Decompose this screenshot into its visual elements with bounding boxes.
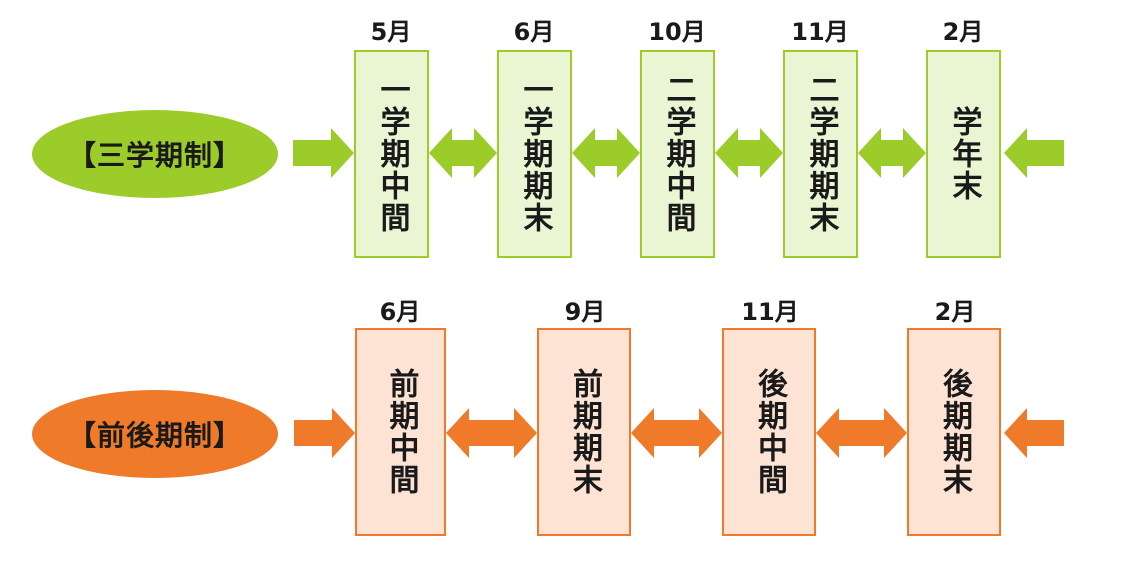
trimester-exam-box-4: 二学期期末 bbox=[783, 50, 858, 258]
trimester-exam-box-5: 学年末 bbox=[926, 50, 1001, 258]
trimester-month-5: 2月 bbox=[942, 18, 984, 46]
trimester-double-arrow-2 bbox=[572, 128, 640, 178]
semester-label-text: 【前後期制】 bbox=[67, 419, 242, 452]
semester-month-3: 11月 bbox=[741, 298, 799, 326]
trimester-month-2: 6月 bbox=[513, 18, 555, 46]
semester-exam-text-2: 前期期末 bbox=[567, 368, 602, 496]
semester-double-arrow-3 bbox=[816, 408, 907, 458]
semester-exam-text-3: 後期中間 bbox=[752, 368, 787, 496]
semester-exam-box-4: 後期期末 bbox=[907, 328, 1001, 536]
trimester-month-3: 10月 bbox=[648, 18, 706, 46]
semester-exam-text-1: 前期中間 bbox=[383, 368, 419, 496]
trimester-exam-text-1: 一学期中間 bbox=[374, 74, 410, 234]
trimester-entry-arrow bbox=[293, 128, 354, 178]
semester-exam-box-3: 後期中間 bbox=[722, 328, 816, 536]
semester-arrows bbox=[294, 408, 1064, 458]
trimester-exam-text-2: 一学期期末 bbox=[517, 74, 553, 234]
trimester-exit-arrow bbox=[1004, 128, 1064, 178]
trimester-label: 【三学期制】 bbox=[32, 110, 278, 198]
trimester-double-arrow-1 bbox=[429, 128, 497, 178]
trimester-exam-box-1: 一学期中間 bbox=[354, 50, 429, 258]
semester-month-4: 2月 bbox=[934, 298, 976, 326]
semester-entry-arrow bbox=[294, 408, 355, 458]
trimester-exam-box-2: 一学期期末 bbox=[497, 50, 572, 258]
semester-month-1: 6月 bbox=[379, 298, 421, 326]
semester-exam-box-2: 前期期末 bbox=[537, 328, 631, 536]
semester-double-arrow-1 bbox=[446, 408, 537, 458]
semester-label: 【前後期制】 bbox=[32, 390, 278, 478]
semester-exit-arrow bbox=[1004, 408, 1064, 458]
semester-exam-text-4: 後期期末 bbox=[937, 368, 972, 496]
trimester-exam-box-3: 二学期中間 bbox=[640, 50, 715, 258]
semester-exam-box-1: 前期中間 bbox=[355, 328, 446, 536]
trimester-month-1: 5月 bbox=[370, 18, 412, 46]
trimester-exam-text-3: 二学期中間 bbox=[660, 74, 696, 234]
semester-double-arrow-2 bbox=[631, 408, 722, 458]
trimester-exam-text-5: 学年末 bbox=[946, 106, 982, 202]
trimester-arrows bbox=[293, 128, 1064, 178]
trimester-exam-text-4: 二学期期末 bbox=[803, 74, 839, 234]
semester-month-2: 9月 bbox=[564, 298, 606, 326]
trimester-label-text: 【三学期制】 bbox=[67, 139, 242, 172]
trimester-double-arrow-4 bbox=[858, 128, 926, 178]
trimester-double-arrow-3 bbox=[715, 128, 783, 178]
trimester-month-4: 11月 bbox=[791, 18, 849, 46]
